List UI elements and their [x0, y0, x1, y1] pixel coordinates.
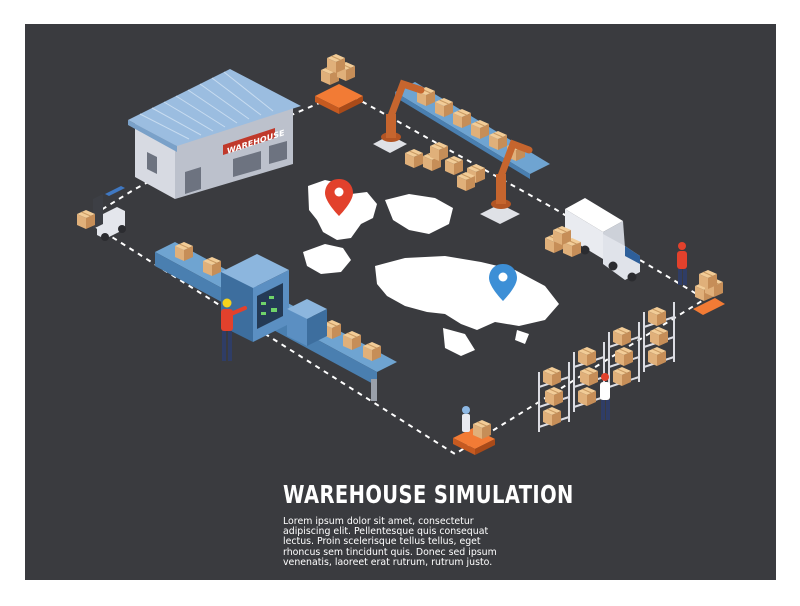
worker-icon [221, 298, 247, 361]
warehouse-icon: WAREHOUSE [128, 69, 301, 199]
worker-icon [600, 373, 610, 420]
description-text: Lorem ipsum dolor sit amet, consectetur … [283, 516, 543, 568]
infographic-title: WAREHOUSE SIMULATION [283, 480, 574, 509]
location-pin-icon [489, 264, 517, 301]
infographic-panel: WAREHOUSE [25, 24, 776, 580]
forklift-icon [76, 186, 126, 241]
description-line: Lorem ipsum dolor sit amet, consectetur [283, 516, 474, 527]
description-line: venenatis, laoreet erat rutrum, rutrum j… [283, 556, 493, 568]
delivery-robot-icon [315, 53, 363, 114]
location-pin-icon [325, 179, 353, 216]
robot-arm-icon [373, 79, 550, 224]
truck-icon [544, 198, 640, 282]
control-panel-icon [221, 254, 327, 346]
description-line: adipiscing elit. Pellentesque quis conse… [283, 526, 489, 538]
delivery-robot-icon [453, 406, 495, 455]
warehouse-scene: WAREHOUSE [76, 53, 725, 455]
worker-icon [677, 242, 725, 315]
description-line: rhoncus sem tincidunt quis. Donec sed ip… [283, 546, 497, 558]
description-line: lectus. Proin scelerisque tellus tellus,… [283, 536, 481, 548]
